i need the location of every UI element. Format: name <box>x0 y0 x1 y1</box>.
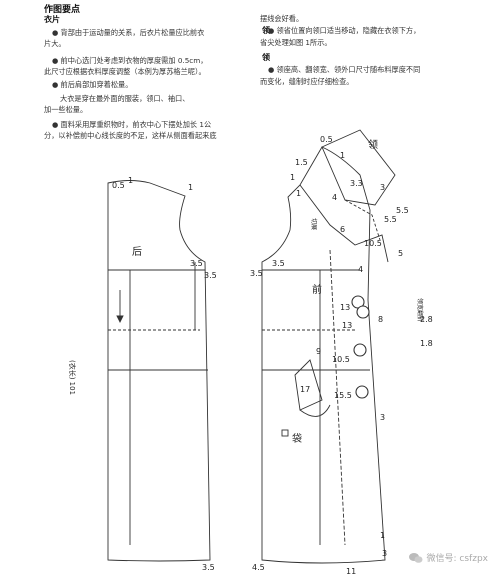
section-body-title: 衣片 <box>44 15 60 24</box>
front-outline <box>261 146 386 564</box>
back-arrow-head <box>116 315 124 324</box>
measure-label: 3 <box>380 413 385 422</box>
pocket-label: 袋 <box>292 432 302 445</box>
right-vertical-label: 领宽翻折 <box>416 298 424 322</box>
measure-label: 0.5 <box>320 135 333 144</box>
measure-label: 4 <box>332 193 337 202</box>
note-line: 大衣是穿在最外面的服装，领口、袖口、 <box>60 94 190 103</box>
measure-label: 9 <box>316 347 321 356</box>
measure-label: 10.5 <box>364 239 382 248</box>
front-center-line <box>329 249 346 546</box>
measure-label: 1.5 <box>295 158 308 167</box>
measure-label: 2.8 <box>420 315 433 324</box>
back-outline <box>107 180 211 562</box>
measure-label: 1 <box>380 531 385 540</box>
note-line: 片大。 <box>44 39 66 48</box>
buttons <box>351 295 370 399</box>
measure-label: 5.5 <box>384 215 397 224</box>
measure-label: 1 <box>128 176 133 185</box>
measure-label: 3.5 <box>204 271 217 280</box>
collar-label: 领 <box>368 138 378 151</box>
note-line: ● 前后肩部加穿着松量。 <box>52 80 133 89</box>
lapel-line <box>299 184 389 263</box>
measure-label: 5.5 <box>396 206 409 215</box>
note-line: 此尺寸应根据衣料厚度调整（本例为厚苏格兰呢）。 <box>44 67 206 76</box>
measure-label: 3.5 <box>190 259 203 268</box>
front-panel <box>261 129 396 564</box>
back-panel <box>107 180 211 562</box>
measure-label: 3.5 <box>250 269 263 278</box>
measure-label: 3 <box>382 549 387 558</box>
note-line: ● 前中心选门处考虑到衣物的厚度需加 0.5cm， <box>52 56 208 65</box>
button <box>355 385 369 399</box>
measurements: 0.5 1 1 3.5 3.5 3.5 3.5 1 1 1.5 0.5 1 3.… <box>112 135 433 576</box>
collar-fold-line <box>344 199 381 241</box>
notes-heading: 作图要点 <box>44 5 81 15</box>
note-line: ● 面料采用厚重织物时，前衣中心下摆处加长 1公 <box>52 120 212 129</box>
section-collar-title: 领 <box>262 53 270 62</box>
measure-label: 17 <box>300 385 310 394</box>
measure-label: 15.5 <box>334 391 352 400</box>
length-label: (衣长) 101 <box>68 360 77 395</box>
measure-label: 1 <box>188 183 193 192</box>
note-line: 省尖处理如图 1所示。 <box>260 38 332 47</box>
measure-label: 4 <box>358 265 363 274</box>
measure-label: 1 <box>340 151 345 160</box>
note-line: 加一些松量。 <box>44 105 88 114</box>
note-line: ● 领座高、翻领宽、领外口尺寸随布料厚度不同 <box>268 65 421 74</box>
back-label: 后 <box>132 246 142 258</box>
measure-label: 3.3 <box>350 179 363 188</box>
measure-label: 3.5 <box>272 259 285 268</box>
measure-label: 11 <box>346 567 356 576</box>
measure-label: 10.5 <box>332 355 350 364</box>
note-line: 而变化，缝制时应仔细检查。 <box>260 77 354 86</box>
button <box>353 343 367 357</box>
seam-label: 切展 <box>310 218 317 230</box>
pocket-curve <box>299 404 331 417</box>
section-collar-title: 领 <box>262 26 270 35</box>
measure-label: 13 <box>340 303 350 312</box>
watermark-text: 微信号: csfzpx <box>426 554 488 564</box>
measure-label: 3.5 <box>202 563 215 572</box>
measure-label: 4.5 <box>252 563 265 572</box>
pocket-marker <box>281 429 289 437</box>
collar-shape <box>321 129 396 206</box>
measure-label: 6 <box>340 225 345 234</box>
note-line: ● 背部由于运动量的关系，后衣片松量应比前衣 <box>52 28 205 37</box>
measure-label: 1 <box>296 189 301 198</box>
wechat-icon <box>408 552 423 563</box>
measure-label: 13 <box>342 321 352 330</box>
measure-label: 8 <box>378 315 383 324</box>
pocket-flap <box>294 359 323 411</box>
measure-label: 1.8 <box>420 339 433 348</box>
measure-label: 1 <box>290 173 295 182</box>
note-line: 摆线会好看。 <box>260 14 304 23</box>
measure-label: 3 <box>380 183 385 192</box>
watermark: 微信号: csfzpx <box>408 551 488 564</box>
measure-label: 0.5 <box>112 181 125 190</box>
note-line: 分，以补偿前中心线长度的不足，这样从侧面看起来底 <box>44 131 217 140</box>
front-label: 前 <box>312 283 322 296</box>
note-line: ● 领省位置向领口适当移动，隐藏在衣领下方， <box>268 26 421 35</box>
button <box>356 305 370 319</box>
measure-label: 5 <box>398 249 403 258</box>
